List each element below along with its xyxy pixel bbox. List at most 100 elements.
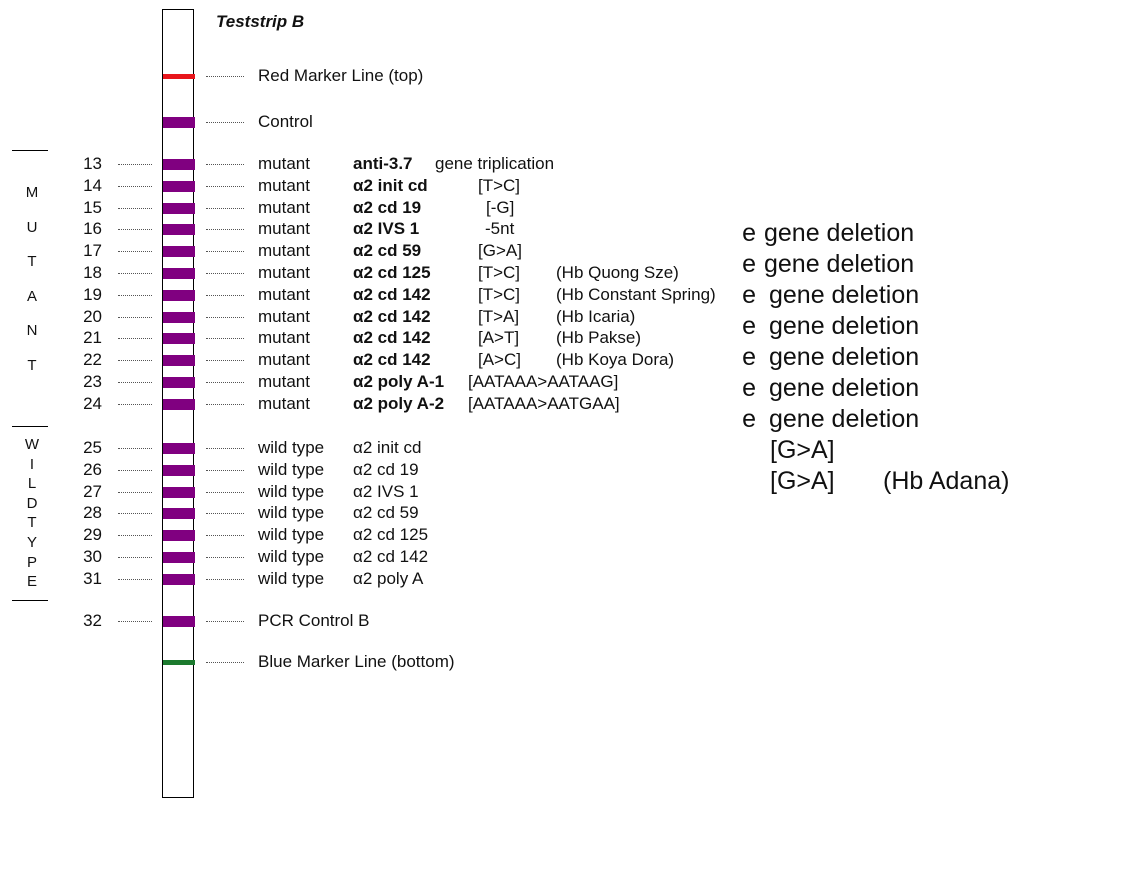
- mutation-change: [-G]: [486, 198, 515, 217]
- mutation-name: α2 cd 59: [353, 241, 422, 260]
- probe-band: [163, 158, 195, 170]
- leader-dots: [118, 360, 152, 361]
- mutation-change: [T>C]: [478, 263, 521, 282]
- row-number: 16: [83, 219, 102, 238]
- leader-dots: [206, 186, 244, 187]
- row-type: mutant: [258, 372, 310, 391]
- red-marker-band: [163, 73, 195, 79]
- hb-variant: (Hb Quong Sze): [556, 263, 679, 282]
- row-type: mutant: [258, 176, 310, 195]
- row-number: 22: [83, 350, 102, 369]
- strip-title: Teststrip B: [216, 12, 305, 31]
- probe-band: [163, 267, 195, 279]
- blue-marker-band: [163, 659, 195, 665]
- row-type: wild type: [258, 547, 325, 566]
- row-number: 31: [83, 569, 102, 588]
- row-number: 26: [83, 460, 102, 479]
- mutation-name: α2 init cd: [353, 176, 428, 195]
- mutation-change: [T>A]: [478, 307, 520, 326]
- overlay-text: gene deletion: [764, 219, 915, 247]
- group-divider: [12, 600, 48, 601]
- leader-dots: [206, 251, 244, 252]
- leader-dots: [118, 535, 152, 536]
- leader-dots: [206, 492, 244, 493]
- mutation-change: [AATAAA>AATGAA]: [468, 394, 620, 413]
- overlay-text: gene deletion: [764, 250, 915, 278]
- red-marker-label: Red Marker Line (top): [258, 66, 424, 85]
- mutation-name: α2 cd 142: [353, 285, 431, 304]
- row-number: 24: [83, 394, 102, 413]
- mutation-name: α2 cd 142: [353, 307, 431, 326]
- hb-variant: (Hb Pakse): [556, 328, 642, 347]
- row-type: wild type: [258, 569, 325, 588]
- leader-dots: [118, 251, 152, 252]
- pcr-control-band: [163, 615, 195, 627]
- overlay-fragment: e: [742, 281, 756, 309]
- leader-dots: [206, 404, 244, 405]
- row-number: 18: [83, 263, 102, 282]
- mutation-name: α2 cd 142: [353, 350, 431, 369]
- leader-dots: [206, 662, 244, 663]
- leader-dots: [206, 208, 244, 209]
- wildtype-side-letter: I: [29, 455, 35, 473]
- mutation-change: -5nt: [485, 219, 515, 238]
- mutant-side-letter: A: [26, 287, 37, 305]
- probe-band: [163, 529, 195, 541]
- overlay-fragment: e: [742, 250, 756, 278]
- row-type: mutant: [258, 328, 310, 347]
- blue-marker-label: Blue Marker Line (bottom): [258, 652, 455, 671]
- mutant-side-letter: N: [26, 322, 38, 339]
- row-number: 23: [83, 372, 102, 391]
- leader-dots: [118, 229, 152, 230]
- mutation-change: [A>C]: [478, 350, 521, 369]
- mutation-name: anti-3.7: [353, 154, 413, 173]
- probe-band: [163, 507, 195, 519]
- leader-dots: [118, 579, 152, 580]
- wildtype-name: α2 init cd: [353, 438, 422, 457]
- leader-dots: [206, 317, 244, 318]
- row-type: mutant: [258, 219, 310, 238]
- mutation-name: α2 poly A-1: [353, 372, 445, 391]
- row-number: 27: [83, 482, 102, 501]
- wildtype-name: α2 cd 125: [353, 525, 429, 544]
- row-number: 19: [83, 285, 102, 304]
- probe-band: [163, 573, 195, 585]
- row-type: wild type: [258, 503, 325, 522]
- mutation-change: [A>T]: [478, 328, 520, 347]
- group-divider: [12, 426, 48, 427]
- probe-band: [163, 442, 195, 454]
- leader-dots: [206, 295, 244, 296]
- overlay-text: [G>A]: [770, 436, 835, 464]
- leader-dots: [206, 448, 244, 449]
- probe-band: [163, 311, 195, 323]
- leader-dots: [206, 470, 244, 471]
- overlay-fragment: e: [742, 219, 756, 247]
- probe-band: [163, 202, 195, 214]
- wildtype-name: α2 poly A: [353, 569, 424, 588]
- leader-dots: [206, 535, 244, 536]
- leader-dots: [118, 492, 152, 493]
- overlay-text: [G>A]: [770, 467, 835, 495]
- row-type: wild type: [258, 438, 325, 457]
- wildtype-side-letter: T: [27, 514, 37, 532]
- control-label: Control: [258, 112, 313, 131]
- row-type: wild type: [258, 482, 325, 501]
- hb-variant: (Hb Icaria): [556, 307, 636, 326]
- leader-dots: [118, 273, 152, 274]
- probe-band: [163, 223, 195, 235]
- row-number: 25: [83, 438, 102, 457]
- probe-band: [163, 398, 195, 410]
- mutant-side-letter: U: [26, 218, 38, 236]
- overlay-hb: (Hb Adana): [883, 467, 1010, 495]
- leader-dots: [118, 621, 152, 622]
- row-number: 28: [83, 503, 102, 522]
- mutation-name: α2 poly A-2: [353, 394, 445, 413]
- overlay-fragment: e: [742, 312, 756, 340]
- probe-band: [163, 289, 195, 301]
- row-number: 32: [83, 611, 102, 630]
- leader-dots: [206, 229, 244, 230]
- leader-dots: [118, 338, 152, 339]
- wildtype-side-letter: L: [27, 475, 37, 493]
- mutation-change: gene triplication: [435, 154, 555, 173]
- leader-dots: [118, 208, 152, 209]
